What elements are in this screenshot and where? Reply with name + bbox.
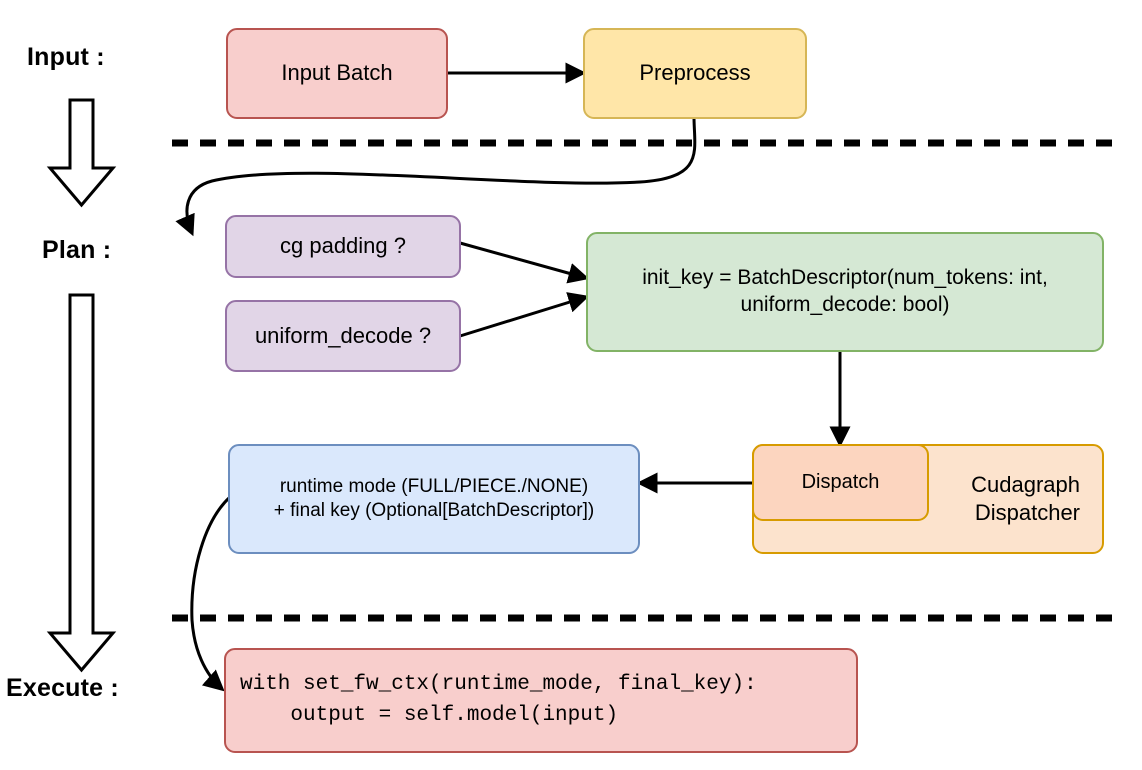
node-cg-padding-label: cg padding ?	[280, 233, 406, 259]
node-cudagraph-dispatcher-label-line2: Dispatcher	[974, 500, 1080, 525]
node-init-key[interactable]: init_key = BatchDescriptor(num_tokens: i…	[586, 232, 1104, 352]
stage-arrow-plan-to-execute	[46, 293, 117, 673]
stage-arrow-input-to-plan	[46, 98, 117, 208]
node-dispatch[interactable]: Dispatch	[752, 444, 929, 521]
node-preprocess-label: Preprocess	[639, 60, 751, 86]
node-uniform-decode[interactable]: uniform_decode ?	[225, 300, 461, 372]
node-runtime-mode-label-line2: + final key (Optional[BatchDescriptor])	[273, 500, 595, 521]
node-uniform-decode-label: uniform_decode ?	[254, 322, 432, 348]
stage-label-execute: Execute :	[6, 674, 119, 702]
node-input-batch[interactable]: Input Batch	[226, 28, 448, 119]
node-cudagraph-dispatcher-label-line1: Cudagraph	[971, 471, 1080, 497]
node-init-key-label-line1: init_key = BatchDescriptor(num_tokens: i…	[642, 266, 1048, 290]
node-runtime-mode-label-line1: runtime mode (FULL/PIECE./NONE)	[279, 475, 589, 497]
node-init-key-label-line2: uniform_decode: bool)	[740, 293, 950, 316]
edge-uniform-decode-to-init-key	[459, 292, 590, 338]
node-execute-code-line1: with set_fw_ctx(runtime_mode, final_key)…	[240, 673, 757, 697]
node-runtime-mode[interactable]: runtime mode (FULL/PIECE./NONE) + final …	[228, 444, 640, 554]
node-execute-code-line2: output = self.model(input)	[240, 703, 619, 727]
node-input-batch-label: Input Batch	[281, 60, 393, 86]
stage-label-plan: Plan :	[42, 236, 112, 264]
node-preprocess[interactable]: Preprocess	[583, 28, 807, 119]
node-cg-padding[interactable]: cg padding ?	[225, 215, 461, 278]
node-dispatch-label: Dispatch	[801, 470, 880, 493]
stage-label-input: Input :	[27, 43, 105, 71]
node-execute-code[interactable]: with set_fw_ctx(runtime_mode, final_key)…	[224, 648, 858, 753]
edge-cg-padding-to-init-key	[459, 241, 590, 284]
